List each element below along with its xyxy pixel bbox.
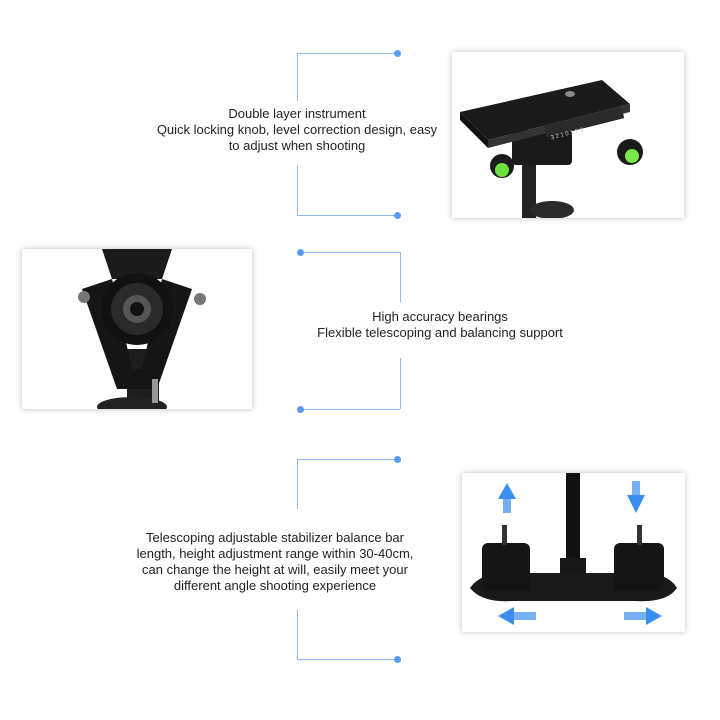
feature-line: can change the height at will, easily me… bbox=[142, 562, 408, 577]
connector-dot bbox=[297, 406, 304, 413]
feature-line: Telescoping adjustable stabilizer balanc… bbox=[146, 530, 404, 545]
product-photo-mount-plate: 3 2 1 0 1 2 3 bbox=[452, 52, 684, 218]
connector-line bbox=[400, 358, 401, 409]
feature-line: Flexible telescoping and balancing suppo… bbox=[317, 325, 563, 340]
connector-line bbox=[297, 215, 397, 216]
connector-line bbox=[300, 409, 400, 410]
product-photo-bearing bbox=[22, 249, 252, 409]
feature-text-3: Telescoping adjustable stabilizer balanc… bbox=[125, 530, 425, 594]
connector-line bbox=[297, 53, 298, 101]
connector-line bbox=[297, 610, 298, 659]
connector-line bbox=[297, 459, 397, 460]
feature-text-1: Double layer instrument Quick locking kn… bbox=[130, 106, 464, 154]
feature-line: to adjust when shooting bbox=[228, 138, 366, 153]
connector-line bbox=[297, 165, 298, 215]
arrow-up-icon bbox=[498, 483, 516, 513]
arrow-down-icon bbox=[627, 481, 645, 513]
feature-line: Quick locking knob, level correction des… bbox=[156, 122, 438, 137]
connector-dot bbox=[394, 212, 401, 219]
connector-line bbox=[300, 252, 400, 253]
connector-line bbox=[400, 252, 401, 302]
connector-line bbox=[297, 659, 397, 660]
feature-line: Double layer instrument bbox=[228, 106, 366, 121]
connector-dot bbox=[297, 249, 304, 256]
feature-line: High accuracy bearings bbox=[372, 309, 508, 324]
feature-line: different angle shooting experience bbox=[173, 578, 377, 593]
feature-line: length, height adjustment range within 3… bbox=[136, 546, 414, 561]
arrow-left-icon bbox=[498, 607, 536, 625]
connector-dot bbox=[394, 456, 401, 463]
connector-dot bbox=[394, 656, 401, 663]
arrow-right-icon bbox=[624, 607, 662, 625]
connector-dot bbox=[394, 50, 401, 57]
product-photo-balance-bar bbox=[462, 473, 685, 632]
connector-line bbox=[297, 459, 298, 509]
connector-line bbox=[297, 53, 397, 54]
feature-text-2: High accuracy bearings Flexible telescop… bbox=[290, 309, 590, 341]
